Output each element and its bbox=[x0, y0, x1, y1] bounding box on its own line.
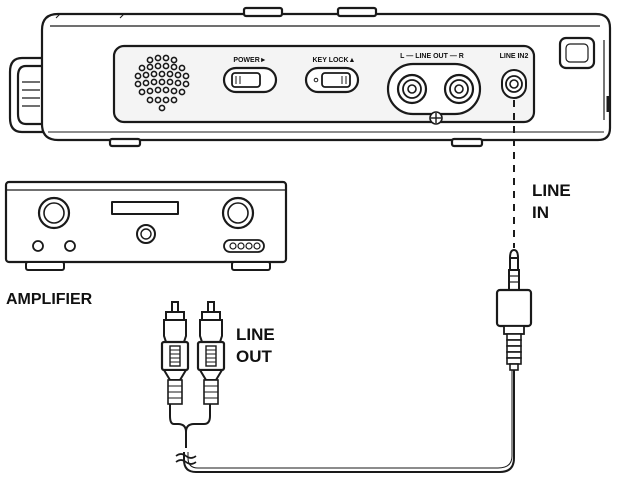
top-button-2[interactable] bbox=[336, 6, 378, 18]
device-foot-right bbox=[450, 137, 484, 148]
key-lock-switch-label: KEY LOCK▲ bbox=[313, 57, 356, 64]
svg-text:IN: IN bbox=[532, 203, 549, 222]
rca-plug-right bbox=[196, 301, 226, 405]
amplifier-knob-right[interactable] bbox=[221, 196, 255, 230]
top-button-1[interactable] bbox=[242, 6, 284, 18]
amplifier-body bbox=[4, 180, 288, 264]
amplifier-display bbox=[111, 201, 179, 215]
speaker-grille bbox=[134, 54, 190, 112]
svg-text:LINE: LINE bbox=[236, 325, 275, 344]
amplifier-small-knob-1[interactable] bbox=[32, 240, 44, 252]
key-lock-switch[interactable]: KEY LOCK▲ bbox=[304, 57, 360, 94]
line-out-jack-right[interactable] bbox=[443, 73, 475, 105]
mini-plug bbox=[495, 248, 533, 371]
line-out-text-label: LINE OUT bbox=[236, 325, 275, 366]
cable bbox=[169, 370, 515, 473]
line-out-jacks: L — LINE OUT — R bbox=[386, 53, 482, 125]
amplifier-input-jacks bbox=[223, 239, 265, 253]
line-out-jack-left[interactable] bbox=[396, 73, 428, 105]
amplifier-foot-left bbox=[25, 261, 65, 271]
line-out-label: L — LINE OUT — R bbox=[400, 53, 464, 60]
svg-text:LINE: LINE bbox=[532, 181, 571, 200]
amplifier-knob-center[interactable] bbox=[136, 224, 156, 244]
amplifier bbox=[4, 180, 288, 271]
line-in2-label: LINE IN2 bbox=[500, 53, 529, 60]
amplifier-foot-right bbox=[231, 261, 271, 271]
amplifier-small-knob-2[interactable] bbox=[64, 240, 76, 252]
amplifier-label: AMPLIFIER bbox=[6, 291, 93, 308]
line-in-label: LINE IN bbox=[532, 181, 571, 222]
screw-icon bbox=[429, 111, 443, 125]
device-foot-left bbox=[108, 137, 142, 148]
power-switch-label: POWER► bbox=[233, 57, 266, 64]
rca-plug-left bbox=[160, 301, 190, 405]
svg-text:OUT: OUT bbox=[236, 347, 273, 366]
amplifier-knob-left[interactable] bbox=[37, 196, 71, 230]
strap-loop bbox=[8, 56, 44, 134]
power-switch[interactable]: POWER► bbox=[222, 57, 278, 94]
line-in2-jack[interactable]: LINE IN2 bbox=[500, 53, 529, 99]
